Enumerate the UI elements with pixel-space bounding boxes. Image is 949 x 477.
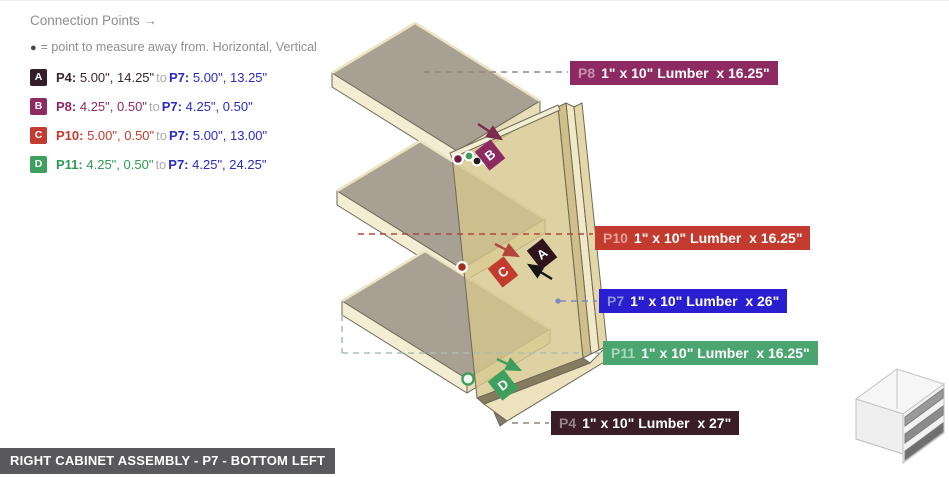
from-part: P11: (56, 157, 83, 172)
to-word: to (156, 128, 167, 143)
part-id: P10 (603, 230, 628, 246)
to-values: 4.25", 0.50" (185, 99, 253, 114)
legend-note-text: = point to measure away from. Horizontal… (40, 40, 317, 54)
to-word: to (148, 99, 160, 114)
legend-note: ●= point to measure away from. Horizonta… (30, 40, 317, 54)
part-text: 1" x 10" Lumber x 16.25" (633, 230, 803, 246)
row-badge-c: C (30, 127, 47, 144)
to-values: 5.00", 13.00" (192, 128, 268, 143)
leader-dot-p7 (555, 298, 561, 304)
part-text: 1" x 10" Lumber x 27" (582, 415, 732, 431)
back-panel-p4 (483, 102, 620, 427)
to-word: to (156, 70, 167, 85)
from-part: P8: (56, 99, 77, 114)
part-text: 1" x 10" Lumber x 26" (630, 293, 780, 309)
marker-badge-a: A (526, 238, 558, 270)
from-values: 5.00", 0.50" (87, 128, 155, 143)
part-label-p10: P10 1" x 10" Lumber x 16.25" (595, 226, 811, 250)
marker-badge-d: D (487, 369, 519, 401)
arrow-b (477, 122, 504, 141)
marker-badge-c: C (487, 256, 519, 288)
page-title: Connection Points → (30, 13, 157, 28)
part-id: P4 (559, 415, 577, 431)
part-label-p4: P4 1" x 10" Lumber x 27" (551, 411, 740, 435)
to-part: P7: (161, 99, 182, 114)
measure-point-b1 (454, 155, 462, 163)
measure-point-c (458, 263, 466, 271)
to-part: P7: (169, 128, 190, 143)
from-values: 5.00", 14.25" (79, 70, 155, 85)
part-text: 1" x 10" Lumber x 16.25" (641, 345, 810, 361)
measure-point-black (473, 157, 481, 165)
from-values: 4.25", 0.50" (79, 99, 147, 114)
part-label-p8: P8 1" x 10" Lumber x 16.25" (570, 61, 778, 85)
from-values: 4.25", 0.50" (86, 157, 154, 172)
row-badge-b: B (30, 98, 47, 115)
to-values: 5.00", 13.25" (192, 70, 268, 85)
arrow-a (526, 263, 553, 281)
to-word: to (155, 157, 167, 172)
arrow-c (494, 242, 521, 258)
part-id: P7 (607, 293, 625, 309)
part-label-p7: P7 1" x 10" Lumber x 26" (599, 289, 788, 313)
to-part: P7: (169, 70, 190, 85)
assembly-title-badge: RIGHT CABINET ASSEMBLY - P7 - BOTTOM LEF… (0, 448, 336, 474)
to-values: 4.25", 24.25" (192, 157, 267, 172)
measure-point-green (465, 152, 473, 160)
measure-point-d (461, 372, 475, 386)
cabinet-3d-icon (854, 368, 946, 464)
from-part: P10: (56, 128, 84, 143)
part-text: 1" x 10" Lumber x 16.25" (601, 65, 770, 81)
row-badge-a: A (30, 69, 47, 86)
from-part: P4: (56, 70, 77, 85)
row-badge-d: D (30, 156, 47, 173)
part-id: P11 (611, 345, 636, 361)
to-part: P7: (168, 157, 189, 172)
measure-point-icon: ● (30, 42, 37, 54)
arrow-d (496, 357, 523, 372)
part-id: P8 (578, 65, 596, 81)
marker-badge-b: B (474, 139, 506, 171)
part-label-p11: P11 1" x 10" Lumber x 16.25" (603, 341, 818, 365)
